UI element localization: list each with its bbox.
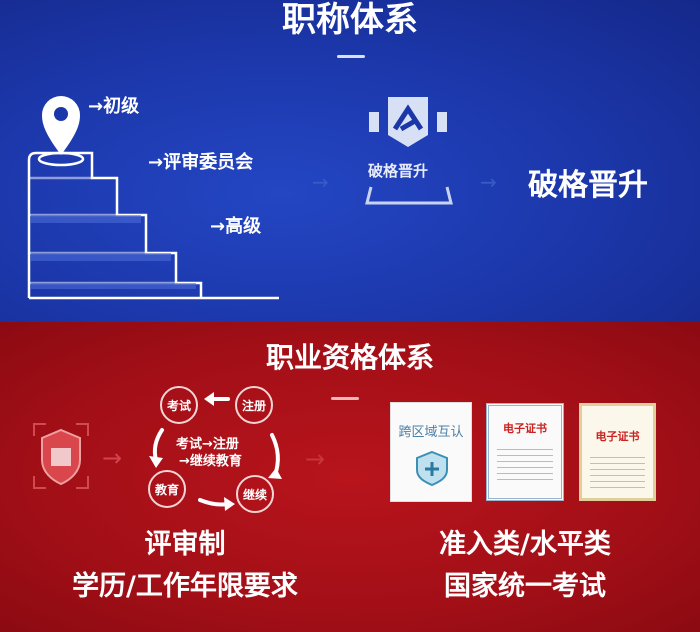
- level-senior: →高级: [210, 216, 262, 237]
- left-caption-1: 评审制: [144, 529, 226, 560]
- arrow-icon: →: [102, 444, 123, 472]
- shield-badge-icon: [33, 423, 89, 489]
- right-caption-1: 准入类/水平类: [439, 529, 611, 560]
- arrow-icon: →: [312, 170, 329, 194]
- cycle-arrows: [149, 392, 282, 511]
- divider: [337, 55, 365, 58]
- cycle-center-text: 考试→注册 →继续教育: [176, 436, 242, 470]
- right-caption-2: 国家统一考试: [444, 571, 606, 602]
- divider: [331, 397, 359, 400]
- cycle-education: 教育: [148, 470, 186, 508]
- cycle-exam: 考试: [160, 386, 198, 424]
- certificate-title: 电子证书: [595, 430, 640, 443]
- cycle-register: 注册: [235, 386, 273, 424]
- certificate-title: 电子证书: [503, 422, 547, 435]
- level-committee: →评审委员会: [148, 152, 254, 173]
- professional-title-section: [0, 0, 700, 322]
- breakthrough-result: 破格晋升: [528, 168, 648, 203]
- section-title-bottom: 职业资格体系: [265, 341, 434, 374]
- left-caption-2: 学历/工作年限要求: [72, 571, 298, 602]
- shield-plus-icon: [416, 450, 448, 487]
- arrow-icon: →: [305, 445, 326, 473]
- staircase-icon: [27, 96, 279, 300]
- breakthrough-label: 破格晋升: [368, 162, 429, 180]
- certificate-electronic-2: 电子证书: [579, 403, 656, 501]
- breakthrough-icon: [369, 97, 447, 147]
- section-title-top: 职称体系: [282, 0, 418, 40]
- cycle-center-line: →继续教育: [179, 454, 242, 469]
- certificate-title: 跨区域互认: [398, 425, 464, 440]
- platform-bracket: [365, 186, 453, 205]
- arrow-icon: →: [480, 170, 497, 194]
- cycle-center-line: 考试→注册: [176, 437, 239, 452]
- certificate-electronic-1: 电子证书: [486, 403, 564, 501]
- certificate-mutual-recognition: 跨区域互认: [390, 402, 472, 502]
- location-pin-icon: [42, 96, 80, 155]
- level-junior: →初级: [88, 96, 140, 117]
- cycle-continue: 继续: [236, 475, 274, 513]
